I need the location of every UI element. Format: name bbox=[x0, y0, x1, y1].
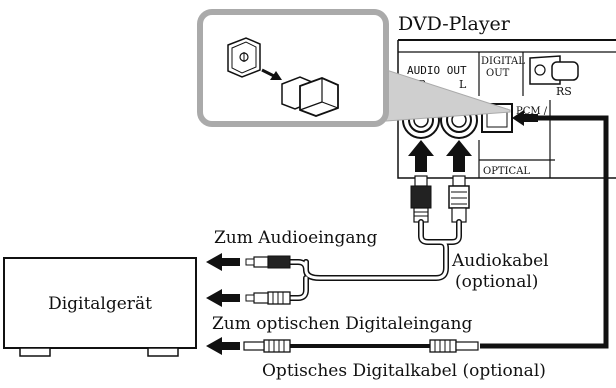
pcm-label: PCM / bbox=[516, 106, 548, 117]
digital-out-label-2: OUT bbox=[486, 68, 510, 79]
cap-removal-inset bbox=[197, 9, 511, 127]
rca-plug-left-bottom bbox=[245, 291, 291, 305]
optical-cable bbox=[243, 110, 609, 353]
audio-input-label: Zum Audioeingang bbox=[214, 228, 377, 248]
audio-cable-label-2: (optional) bbox=[455, 272, 538, 292]
audio-cable bbox=[285, 219, 462, 301]
insert-arrows bbox=[408, 140, 472, 172]
remove-arrow-icon bbox=[261, 68, 282, 80]
audio-cable-label-1: Audiokabel bbox=[451, 251, 549, 271]
player-title: DVD-Player bbox=[398, 13, 511, 35]
device-label: Digitalgerät bbox=[48, 294, 152, 314]
channel-l-label: L bbox=[459, 78, 467, 91]
audio-input-arrows bbox=[206, 253, 240, 355]
rs-label: RS bbox=[556, 85, 572, 98]
digital-device: Digitalgerät bbox=[3, 257, 197, 357]
rca-plug-l bbox=[448, 175, 470, 223]
audio-out-label: AUDIO OUT bbox=[407, 64, 467, 77]
rca-plug-r bbox=[410, 175, 432, 223]
rca-plug-left-top bbox=[245, 255, 291, 269]
digital-out-label-1: DIGITAL bbox=[481, 56, 525, 67]
protective-cap-icon bbox=[281, 76, 339, 117]
optical-label: OPTICAL bbox=[483, 166, 530, 177]
optical-cable-label: Optisches Digitalkabel (optional) bbox=[262, 361, 546, 381]
optical-socket-icon bbox=[227, 37, 261, 78]
optical-input-label: Zum optischen Digitaleingang bbox=[212, 314, 472, 334]
rs-port: RS bbox=[529, 55, 579, 98]
